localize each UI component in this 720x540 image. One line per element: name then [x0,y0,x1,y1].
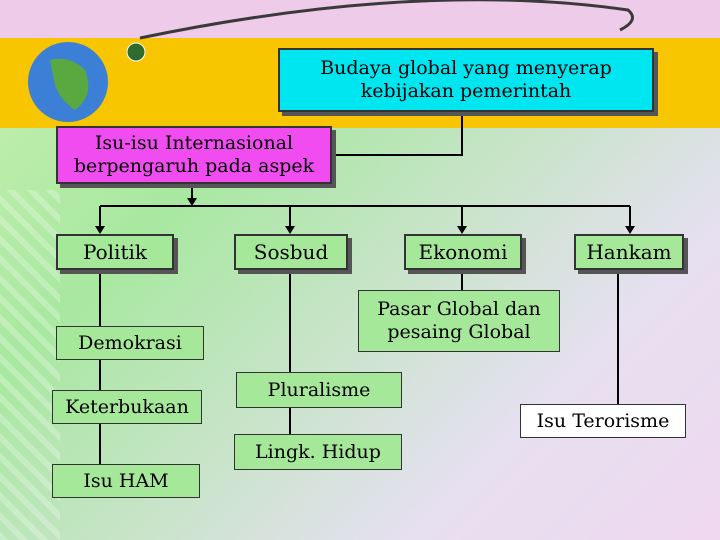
issue-box: Isu-isu Internasional berpengaruh pada a… [56,126,332,184]
small-globe-icon [126,42,146,62]
politik-item-demokrasi: Demokrasi [56,326,204,360]
politik-item-isu-ham: Isu HAM [52,464,200,498]
aspect-sosbud: Sosbud [234,234,348,270]
item-label: Pasar Global dan pesaing Global [377,298,541,343]
aspect-politik: Politik [56,234,174,270]
item-label: Lingk. Hidup [255,440,381,463]
top-box: Budaya global yang menyerap kebijakan pe… [278,48,654,112]
aspect-label: Sosbud [253,240,329,264]
orbit-arc [139,0,634,40]
connector-top [335,110,463,156]
sosbud-item-lingk-hidup: Lingk. Hidup [234,434,402,470]
aspect-label: Ekonomi [418,240,508,264]
top-box-label: Budaya global yang menyerap kebijakan pe… [320,57,612,102]
aspect-label: Hankam [586,240,672,264]
item-label: Isu HAM [83,469,169,492]
aspect-hankam: Hankam [574,234,684,270]
ekonomi-item-pasar-global: Pasar Global dan pesaing Global [358,290,560,352]
item-label: Pluralisme [267,378,371,401]
sosbud-item-pluralisme: Pluralisme [236,372,402,408]
aspect-label: Politik [82,240,148,264]
item-label: Demokrasi [78,331,182,354]
issue-box-label: Isu-isu Internasional berpengaruh pada a… [73,132,315,177]
pattern-strip [0,190,60,540]
aspect-ekonomi: Ekonomi [404,234,522,270]
item-label: Keterbukaan [65,395,189,418]
politik-item-keterbukaan: Keterbukaan [52,390,202,424]
hankam-item-isu-terorisme: Isu Terorisme [520,404,686,438]
item-label: Isu Terorisme [536,409,670,432]
